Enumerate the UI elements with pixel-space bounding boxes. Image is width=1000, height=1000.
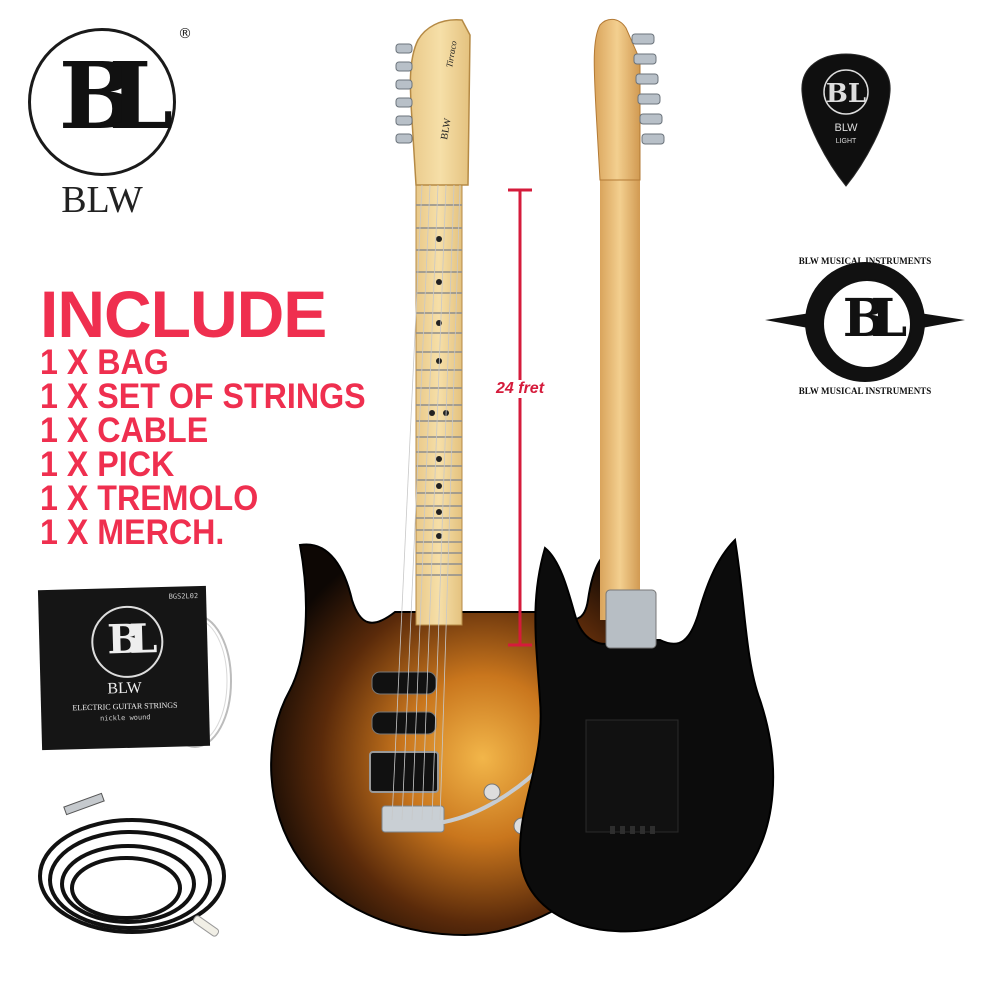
include-item: 1 X CABLE xyxy=(40,411,209,450)
include-item: 1 X PICK xyxy=(40,445,175,484)
include-item: 1 X BAG xyxy=(40,343,169,382)
logo-brand-name: BLW xyxy=(61,179,143,221)
headstock-model: Tirraco xyxy=(444,40,459,69)
circular-badge-logo: BL BLW MUSICAL INSTRUMENTS BLW MUSICAL I… xyxy=(760,256,970,402)
back-guitar-headstock xyxy=(593,18,641,181)
include-title: INCLUDE xyxy=(40,277,327,351)
badge-monogram: BL xyxy=(842,288,908,349)
spring-slots xyxy=(610,826,655,834)
badge-text-top: BLW MUSICAL INSTRUMENTS xyxy=(798,256,932,266)
front-guitar-headstock xyxy=(409,19,471,186)
logo-ring xyxy=(28,28,176,176)
cable-jack-plug xyxy=(63,792,105,816)
headstock-brand: BLW xyxy=(439,117,454,141)
tremolo-bridge xyxy=(381,805,445,833)
pick-brand: BLW xyxy=(834,122,858,134)
guitar-strings xyxy=(391,184,461,821)
logo-monogram: BL xyxy=(58,42,173,150)
neck-pickup xyxy=(371,671,437,695)
include-item: 1 X TREMOLO xyxy=(40,479,259,518)
middle-pickup xyxy=(371,711,437,735)
include-list: INCLUDE 1 X BAG 1 X SET OF STRINGS 1 X C… xyxy=(40,277,400,552)
neck-plate xyxy=(605,589,657,649)
strings-package: BGS2L02 BL BLW ELECTRIC GUITAR STRINGS n… xyxy=(37,585,211,751)
strings-brand: BLW xyxy=(107,679,142,698)
back-guitar-neck xyxy=(600,180,640,620)
include-item: 1 X SET OF STRINGS xyxy=(40,377,366,416)
back-guitar xyxy=(518,18,775,933)
pick-shape: BL xyxy=(801,53,891,187)
include-item: 1 X MERCH. xyxy=(40,513,225,552)
brand-logo: BL BLW ® xyxy=(28,26,192,228)
strings-monogram: BL xyxy=(106,615,146,664)
audio-cable-icon xyxy=(38,818,226,934)
cable-jack-tip xyxy=(192,915,220,937)
fret-measure-line xyxy=(508,188,532,647)
back-tuners xyxy=(631,33,665,145)
strings-subtitle: nickle wound xyxy=(99,713,151,723)
tremolo-cavity-cover xyxy=(585,719,679,833)
pick-gauge: LIGHT xyxy=(835,138,857,145)
volume-knob xyxy=(483,783,501,801)
registered-mark: ® xyxy=(178,26,192,42)
fret-count-label: 24 fret xyxy=(492,380,549,398)
strings-product: ELECTRIC GUITAR STRINGS xyxy=(72,700,178,713)
guitar-pick-icon: BL BLW LIGHT xyxy=(798,52,894,194)
tuning-pegs xyxy=(395,43,413,144)
fret-dots xyxy=(429,236,449,539)
badge-text-bottom: BLW MUSICAL INSTRUMENTS xyxy=(798,386,932,396)
svg-text:BL: BL xyxy=(826,79,866,109)
strings-code: BGS2L02 xyxy=(168,592,199,601)
